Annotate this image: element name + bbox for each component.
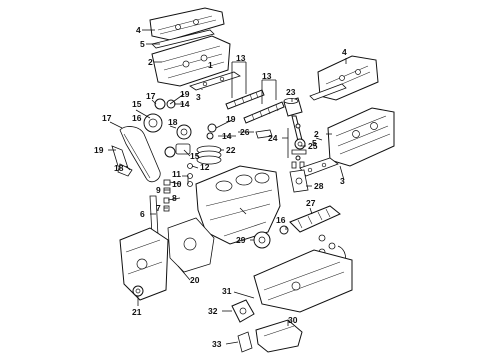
callout-21: 21: [132, 307, 142, 317]
callout-29: 29: [236, 235, 246, 245]
callout-14-a: 14: [180, 99, 190, 109]
plug-7[interactable]: [163, 205, 170, 212]
connecting-rod[interactable]: [291, 115, 306, 150]
callout-17-b: 17: [102, 113, 112, 123]
plug-8[interactable]: [163, 197, 170, 204]
crankshaft[interactable]: [289, 205, 341, 233]
callout-18-a: 18: [168, 117, 178, 127]
callout-1-mid: 1: [208, 60, 213, 70]
harmonic-balancer[interactable]: [253, 231, 271, 249]
cam-sprocket-small[interactable]: [154, 98, 176, 110]
engine-block[interactable]: [195, 165, 281, 245]
callout-3-left: 3: [196, 92, 201, 102]
callout-23: 23: [286, 87, 296, 97]
water-pump-housing[interactable]: [167, 217, 215, 273]
callout-12: 12: [200, 162, 210, 172]
callout-33: 33: [212, 339, 222, 349]
callout-19-b: 19: [94, 145, 104, 155]
callout-9: 9: [156, 185, 161, 195]
callout-6: 6: [140, 209, 145, 219]
callout-15-b: 15: [190, 151, 200, 161]
callout-28: 28: [314, 181, 324, 191]
callout-5-left: 5: [140, 39, 145, 49]
drain-plug[interactable]: [237, 331, 253, 353]
piston-rings[interactable]: [196, 145, 222, 165]
callout-31: 31: [222, 286, 232, 296]
bearing-26[interactable]: [255, 129, 273, 139]
valve-cover-left[interactable]: [149, 7, 225, 41]
knock-sensor-10[interactable]: [163, 179, 171, 186]
sensor-9[interactable]: [163, 187, 171, 194]
cylinder-head-right[interactable]: [327, 107, 395, 167]
oil-seal-19[interactable]: [207, 123, 217, 133]
callout-19-a: 19: [180, 89, 190, 99]
callout-13-b: 13: [262, 71, 272, 81]
callout-27: 27: [306, 198, 316, 208]
callout-13-a: 13: [236, 53, 246, 63]
callout-labels: 4 5 2 1 3 13 13 19 14 15 17 17 16 18 18 …: [94, 25, 347, 349]
valve-cover-gasket-left[interactable]: [151, 29, 215, 49]
head-gasket-left[interactable]: [189, 71, 241, 91]
oil-pan-upper[interactable]: [253, 249, 353, 313]
exhaust-gasket-28[interactable]: [289, 169, 309, 193]
callout-25: 25: [308, 141, 318, 151]
callout-4-right: 4: [342, 47, 347, 57]
callout-17-a: 17: [146, 91, 156, 101]
callout-30: 30: [288, 315, 298, 325]
callout-3-right: 3: [340, 176, 345, 186]
callout-10: 10: [172, 179, 182, 189]
callout-22: 22: [226, 145, 236, 155]
callout-24: 24: [268, 133, 278, 143]
oil-pickup[interactable]: [231, 299, 255, 323]
valve-cover-gasket-right[interactable]: [309, 83, 347, 101]
camshaft-upper[interactable]: [225, 89, 265, 110]
callout-26: 26: [240, 127, 250, 137]
rod-bearing[interactable]: [291, 123, 307, 161]
crank-sprocket-16[interactable]: [279, 225, 289, 235]
callout-4-left: 4: [136, 25, 141, 35]
callout-14-b: 14: [222, 131, 232, 141]
callout-11: 11: [172, 169, 181, 179]
crank-sprocket[interactable]: [164, 146, 176, 158]
callout-2-left: 2: [148, 57, 153, 67]
head-gasket-right[interactable]: [299, 157, 339, 177]
leader-lines: [108, 29, 347, 345]
callout-16-b: 16: [276, 215, 286, 225]
callout-16: 16: [132, 113, 142, 123]
timing-cover[interactable]: [119, 227, 169, 301]
callout-32: 32: [208, 306, 218, 316]
piston[interactable]: [283, 97, 303, 117]
callout-18-b: 18: [114, 163, 124, 173]
timing-cover-plate[interactable]: [143, 113, 163, 133]
callout-20: 20: [190, 275, 200, 285]
callout-8: 8: [172, 193, 177, 203]
callout-15-a: 15: [132, 99, 142, 109]
camshaft-lower[interactable]: [243, 101, 285, 124]
front-seal-21[interactable]: [132, 285, 144, 297]
cam-gear-right[interactable]: [175, 124, 192, 155]
timing-chain[interactable]: [119, 126, 161, 183]
cylinder-head-left[interactable]: [151, 35, 231, 87]
callout-19-c: 19: [226, 114, 236, 124]
callout-7: 7: [156, 203, 161, 213]
callout-5-right: 5: [312, 138, 317, 148]
callout-2-right: 2: [314, 129, 319, 139]
bolt-14[interactable]: [206, 132, 214, 140]
